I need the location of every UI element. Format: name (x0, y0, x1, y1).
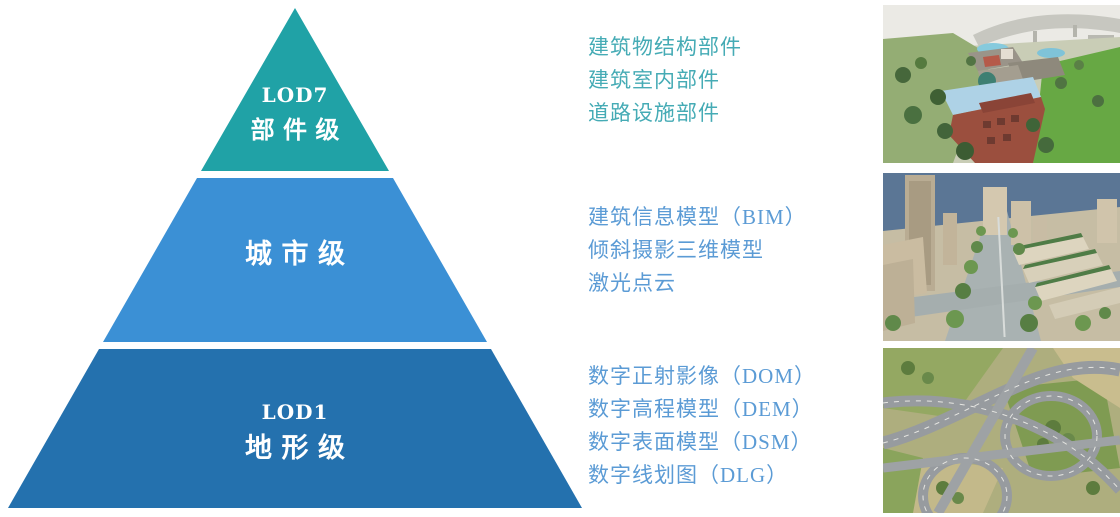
city-level-item-list: 建筑信息模型（BIM） 倾斜摄影三维模型 激光点云 (588, 201, 807, 300)
campus-model-illustration (883, 5, 1120, 163)
list-item: 建筑室内部件 (588, 68, 720, 92)
level3-code-label: LOD1 (261, 400, 329, 424)
level2-name-label: 城市级 (245, 239, 355, 269)
component-level-3d-building-model-image (883, 5, 1120, 163)
pyramid-level-terrain-shape (8, 349, 582, 508)
list-item: 数字线划图（DLG） (588, 463, 789, 487)
city-model-illustration (883, 173, 1120, 341)
level1-name-label: 部件级 (250, 117, 348, 144)
pyramid-level-component-shape (201, 8, 389, 171)
list-item: 倾斜摄影三维模型 (588, 238, 764, 262)
level1-code-label: LOD7 (261, 83, 329, 107)
list-item: 激光点云 (588, 271, 676, 295)
list-item: 数字高程模型（DEM） (588, 397, 814, 421)
list-item: 数字正射影像（DOM） (588, 364, 817, 388)
lod-pyramid-diagram (8, 8, 582, 508)
level3-name-label: 地形级 (245, 433, 355, 463)
component-level-item-list: 建筑物结构部件 建筑室内部件 道路设施部件 (588, 31, 742, 130)
terrain-level-item-list: 数字正射影像（DOM） 数字高程模型（DEM） 数字表面模型（DSM） 数字线划… (588, 360, 816, 492)
list-item: 道路设施部件 (588, 101, 720, 125)
city-level-oblique-photography-model-image (883, 173, 1120, 341)
list-item: 建筑信息模型（BIM） (588, 205, 807, 229)
interchange-illustration (883, 348, 1120, 513)
terrain-level-highway-orthophoto-image (883, 348, 1120, 513)
pyramid-level-city-shape (103, 178, 487, 342)
list-item: 数字表面模型（DSM） (588, 430, 813, 454)
list-item: 建筑物结构部件 (588, 35, 742, 59)
